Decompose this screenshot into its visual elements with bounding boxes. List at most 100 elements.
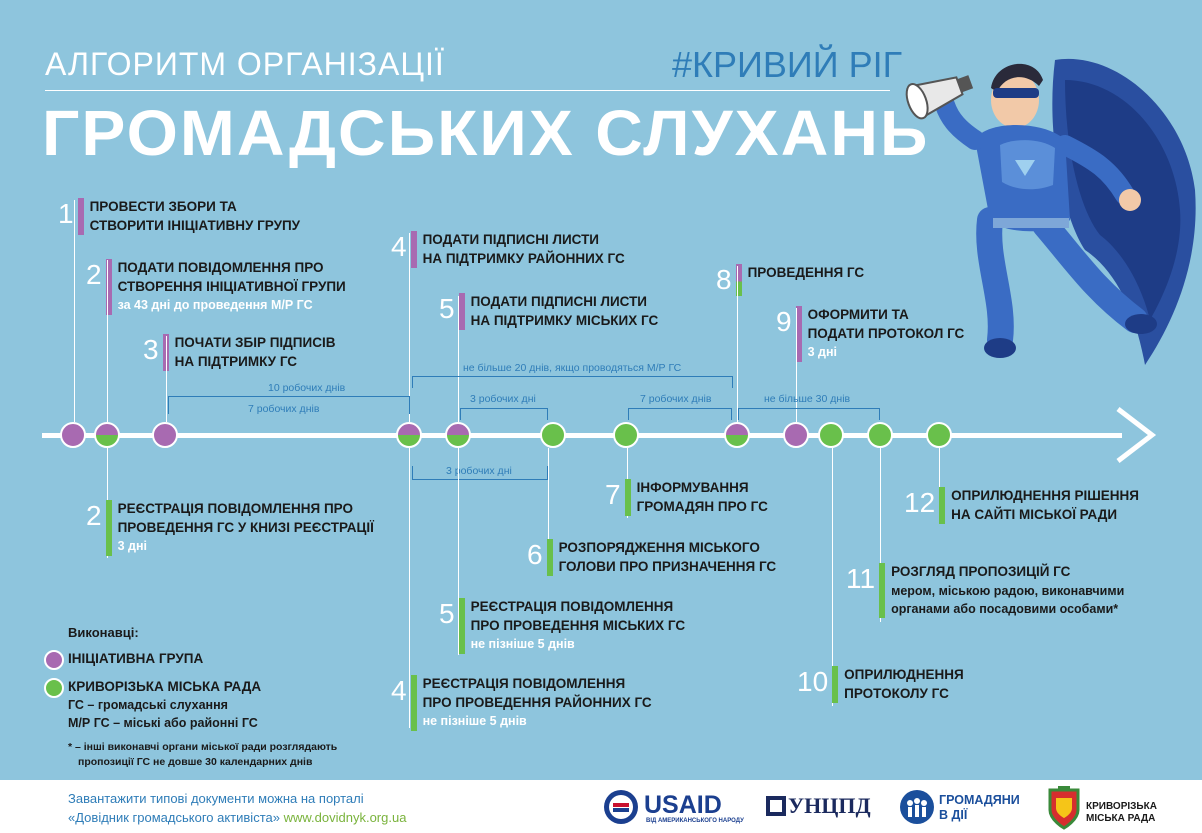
duration-label: не більше 30 днів [764, 393, 851, 405]
step-number: 8 [716, 264, 732, 295]
citizens-logo-line: В ДІЇ [939, 808, 968, 822]
usaid-seal-icon [604, 790, 638, 824]
step-8-hearing: 8 ПРОВЕДЕННЯ ГС [716, 264, 864, 296]
citizens-in-action-logo: ГРОМАДЯНИ В ДІЇ [939, 793, 1020, 823]
step-sub: мером, міською радою, виконавчими [891, 583, 1125, 598]
step-line: ІНФОРМУВАННЯ [636, 480, 749, 495]
executor-bar [735, 264, 742, 296]
duration-label: 7 робочих днів [640, 393, 712, 405]
citizens-logo-line: ГРОМАДЯНИ [939, 793, 1020, 807]
step-line: ПРОТОКОЛУ ГС [844, 685, 949, 701]
step-number: 2 [86, 500, 102, 531]
connector-line [74, 200, 75, 422]
connector-line [832, 448, 833, 706]
duration-bracket [460, 408, 548, 420]
timeline-dot-step-1 [60, 422, 86, 448]
step-line: ПОДАТИ ПРОТОКОЛ ГС [807, 325, 965, 341]
connector-line [409, 448, 410, 728]
executor-bar [624, 479, 631, 517]
step-line: ПРОВЕДЕННЯ ГС [747, 265, 865, 280]
step-line: ПРОВЕДЕННЯ ГС У КНИЗІ РЕЄСТРАЦІЇ [117, 519, 374, 535]
step-line: ОФОРМИТИ ТА [807, 307, 909, 322]
connector-line [458, 448, 459, 655]
duration-bracket [412, 376, 733, 388]
step-sub: не пізніше 5 днів [470, 637, 575, 652]
connector-line [548, 448, 549, 576]
timeline-dot-step-2 [94, 422, 120, 448]
executor-bar [410, 231, 417, 269]
step-number: 6 [527, 539, 543, 570]
duration-label: 3 робочих дні [470, 393, 536, 405]
step-number: 3 [143, 334, 159, 365]
step-line: ПРО ПРОВЕДЕННЯ МІСЬКИХ ГС [470, 617, 686, 633]
usaid-tagline: ВІД АМЕРИКАНСЬКОГО НАРОДУ [646, 818, 744, 824]
legend-title: Виконавці: [68, 625, 139, 640]
step-number: 10 [797, 666, 829, 697]
executor-bar [105, 259, 112, 315]
page-title: ГРОМАДСЬКИХ СЛУХАНЬ [42, 97, 930, 169]
step-line: ПРОВЕСТИ ЗБОРИ ТА [89, 199, 237, 214]
timeline-dot-step-4 [396, 422, 422, 448]
timeline-dot-step-3 [152, 422, 178, 448]
footer-line: Завантажити типові документи можна на по… [68, 791, 364, 806]
duration-label: не більше 20 днів, якщо проводяться М/Р … [463, 362, 682, 374]
connector-line [166, 336, 167, 422]
step-line: НА ПІДТРИМКУ МІСЬКИХ ГС [470, 312, 659, 328]
connector-line [409, 233, 410, 422]
connector-line [458, 296, 459, 422]
step-line: ОПРИЛЮДНЕННЯ [844, 667, 964, 682]
step-line: ПОЧАТИ ЗБІР ПІДПИСІВ [174, 335, 336, 350]
executor-bar [458, 598, 465, 654]
connector-line [107, 260, 108, 422]
portal-link[interactable]: www.dovidnyk.org.ua [283, 809, 407, 825]
timeline-dot-step-11 [867, 422, 893, 448]
step-line: ПРО ПРОВЕДЕННЯ РАЙОННИХ ГС [422, 694, 652, 710]
executor-bar [879, 563, 886, 618]
city-council-logo: КРИВОРІЗЬКА МІСЬКА РАДА [1086, 801, 1157, 824]
executor-bar [939, 487, 946, 525]
duration-bracket [412, 466, 548, 480]
city-council-line: КРИВОРІЗЬКА [1086, 801, 1157, 812]
connector-line [796, 308, 797, 422]
timeline-dot-step-8 [724, 422, 750, 448]
step-line: СТВОРЕННЯ ІНІЦІАТИВНОЇ ГРУПИ [117, 278, 346, 294]
executor-bar [77, 198, 84, 236]
connector-line [737, 266, 738, 422]
footnote: пропозиції ГС не довше 30 календарних дн… [78, 756, 313, 768]
city-council-line: МІСЬКА РАДА [1086, 812, 1156, 824]
step-line: РОЗГЛЯД ПРОПОЗИЦІЙ ГС [891, 564, 1071, 579]
citizens-in-action-icon [900, 790, 934, 824]
legend-note: ГС – громадські слухання [68, 698, 228, 712]
executor-bar [162, 334, 169, 372]
title-divider [45, 90, 890, 91]
step-line: ПОДАТИ ПОВІДОМЛЕННЯ ПРО [117, 260, 324, 275]
footer-bar [0, 780, 1202, 833]
executor-bar [832, 666, 839, 704]
duration-bracket [628, 408, 732, 420]
title-top: АЛГОРИТМ ОРГАНІЗАЦІЇ [45, 46, 445, 82]
timeline-dot-step-5 [445, 422, 471, 448]
usaid-logo: USAID [644, 791, 722, 819]
step-number: 4 [391, 675, 407, 706]
superhero-illustration [905, 58, 1196, 366]
step-sub: не пізніше 5 днів [422, 714, 527, 729]
step-number: 5 [439, 598, 455, 629]
step-line: ГРОМАДЯН ПРО ГС [636, 498, 768, 514]
executor-bar [795, 306, 802, 362]
duration-bracket [738, 408, 880, 420]
step-number: 1 [58, 198, 74, 229]
timeline-dot-step-6 [540, 422, 566, 448]
step-number: 7 [605, 479, 621, 510]
executor-bar [410, 675, 417, 731]
duration-label: 7 робочих днів [248, 403, 320, 415]
step-line: НА ПІДТРИМКУ ГС [174, 353, 298, 369]
step-3-collect-signatures: 3 ПОЧАТИ ЗБІР ПІДПИСІВ НА ПІДТРИМКУ ГС [143, 334, 336, 372]
